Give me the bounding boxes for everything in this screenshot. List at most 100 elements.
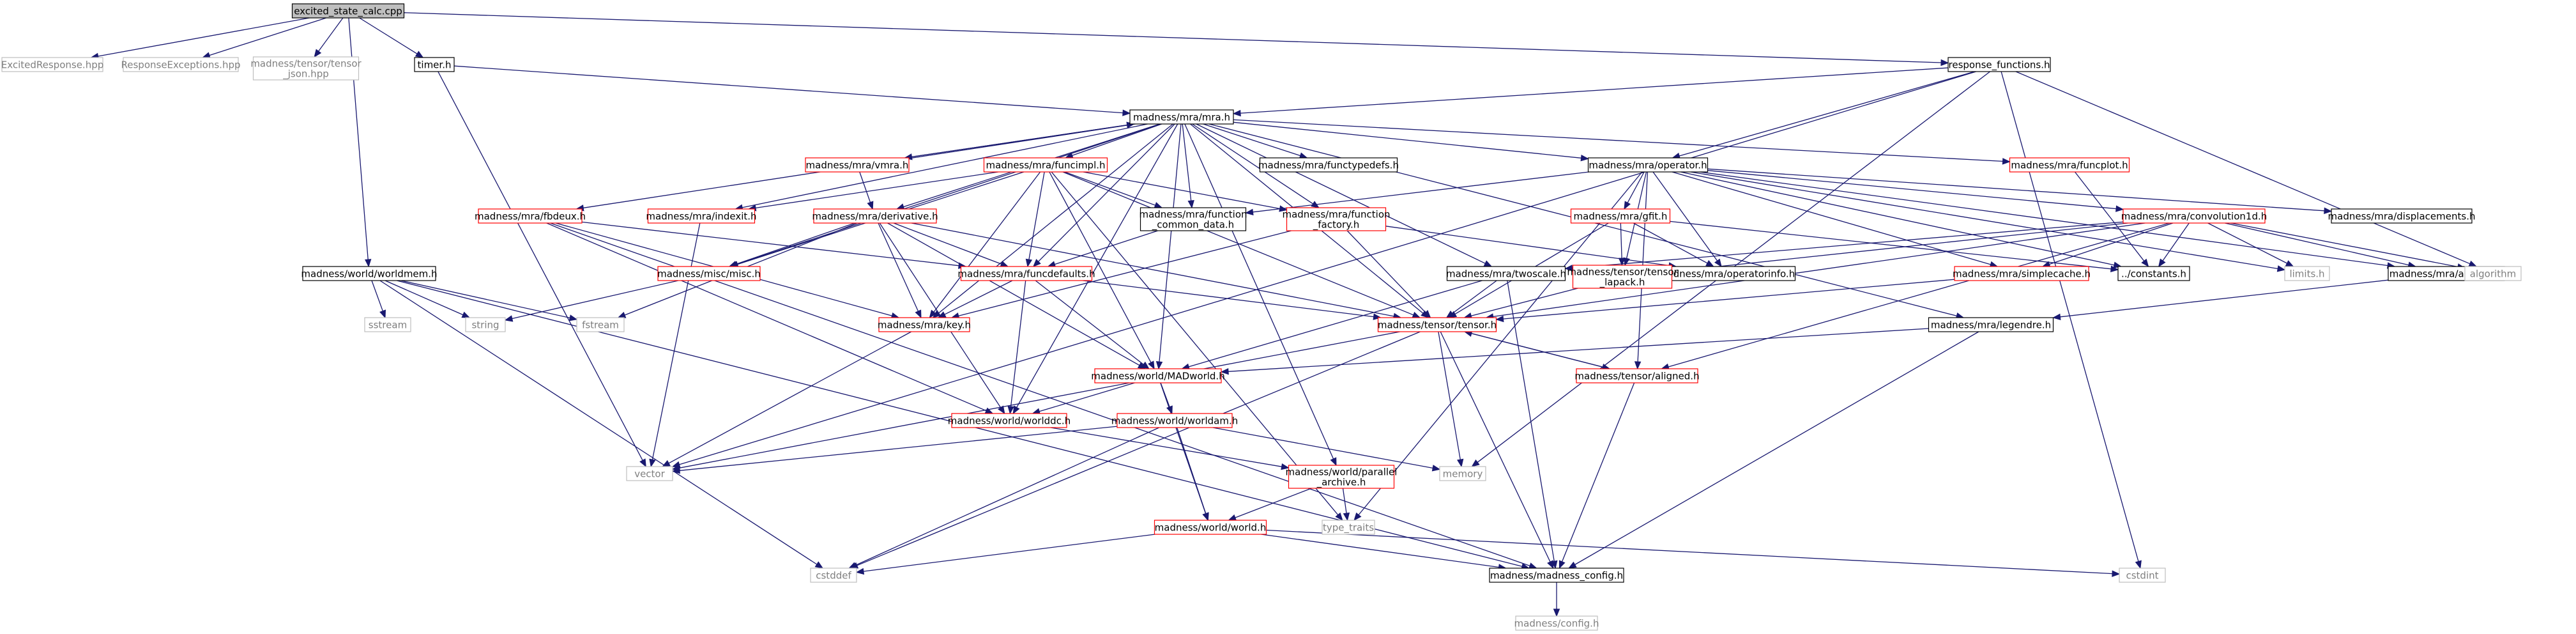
node-derivative[interactable]: madness/mra/derivative.h — [812, 208, 938, 224]
node-parallel_archive[interactable]: madness/world/parallel_archive.h — [1286, 465, 1398, 489]
node-fbdeux[interactable]: madness/mra/fbdeux.h — [475, 208, 586, 224]
edge-line — [1574, 331, 1979, 566]
include-edge-operator-to-type_traits — [1353, 171, 1643, 522]
include-edge-legendre-to-MADworld — [1220, 328, 1929, 375]
node-key[interactable]: madness/mra/key.h — [878, 317, 971, 332]
arrowhead-icon — [2135, 560, 2142, 569]
include-edge-worlddc-to-parallel_archive — [1050, 427, 1290, 470]
node-operator[interactable]: madness/mra/operator.h — [1587, 157, 1709, 173]
node-world[interactable]: madness/world/world.h — [1154, 520, 1267, 535]
edge-line — [1507, 280, 1555, 562]
node-label: excited_state_calc.cpp — [294, 5, 402, 17]
node-MADworld[interactable]: madness/world/MADworld.h — [1091, 368, 1225, 383]
node-label: madness/mra/function — [1282, 208, 1390, 220]
include-edge-gfit-to-tensor_lapack — [1618, 222, 1626, 267]
node-mra[interactable]: madness/mra/mra.h — [1129, 109, 1234, 125]
node-worldam[interactable]: madness/world/worldam.h — [1111, 413, 1238, 428]
edge-line — [1233, 119, 2003, 162]
edge-line — [1261, 534, 1499, 568]
include-edge-simplecache-to-tensor — [1495, 279, 1955, 323]
node-tensor_lapack[interactable]: madness/tensor/tensor_lapack.h — [1567, 265, 1679, 289]
edge-line — [1679, 71, 1975, 157]
include-edge-MADworld-to-worlddc — [1032, 382, 1135, 415]
node-box — [1576, 368, 1698, 383]
node-label: _lapack.h — [1599, 276, 1645, 288]
node-legendre[interactable]: madness/mra/legendre.h — [1928, 317, 2054, 332]
edge-line — [755, 171, 998, 209]
node-response_functions[interactable]: response_functions.h — [1947, 57, 2051, 72]
node-worldmem[interactable]: madness/world/worldmem.h — [301, 266, 438, 281]
node-label: madness/mra/simplecache.h — [1953, 268, 2091, 279]
node-funcdefaults[interactable]: madness/mra/funcdefaults.h — [957, 266, 1095, 281]
arrowhead-icon — [2141, 258, 2149, 268]
node-madness_config[interactable]: madness/madness_config.h — [1489, 568, 1624, 583]
arrowhead-icon — [1471, 459, 1480, 467]
node-label: madness/mra/convolution1d.h — [2121, 210, 2267, 222]
node-misc[interactable]: madness/misc/misc.h — [657, 266, 761, 281]
node-convolution1d[interactable]: madness/mra/convolution1d.h — [2121, 208, 2267, 224]
node-tensor_json: madness/tensor/tensor_json.hpp — [250, 56, 362, 81]
node-constants[interactable]: ../constants.h — [2117, 266, 2190, 281]
node-box — [960, 266, 1093, 281]
node-label: _json.hpp — [282, 68, 328, 80]
node-label: madness/mra/operator.h — [1589, 159, 1707, 171]
node-operatorinfo[interactable]: madness/mra/operatorinfo.h — [1657, 266, 1796, 281]
node-functypedefs[interactable]: madness/mra/functypedefs.h — [1258, 157, 1399, 173]
node-tensor[interactable]: madness/tensor/tensor.h — [1377, 317, 1497, 332]
node-label: type_traits — [1323, 522, 1374, 534]
arrowhead-icon — [1412, 311, 1421, 318]
edge-line — [512, 280, 679, 320]
node-funcimpl[interactable]: madness/mra/funcimpl.h — [983, 157, 1108, 173]
edge-line — [1440, 331, 1551, 562]
arrowhead-icon — [867, 201, 874, 210]
node-label: ../constants.h — [2121, 268, 2186, 279]
arrowhead-icon — [1281, 463, 1290, 470]
edge-line — [1235, 488, 1312, 518]
node-simplecache[interactable]: madness/mra/simplecache.h — [1953, 266, 2091, 281]
arrowhead-icon — [365, 259, 372, 268]
node-vmra[interactable]: madness/mra/vmra.h — [805, 157, 910, 173]
include-edge-convolution1d-to-aligned — [1661, 222, 2170, 370]
edge-line — [2074, 171, 2145, 261]
node-label: madness/tensor/aligned.h — [1574, 370, 1699, 382]
edge-line — [385, 280, 464, 316]
arrowhead-icon — [1547, 560, 1554, 569]
node-aligned[interactable]: madness/tensor/aligned.h — [1574, 368, 1700, 383]
include-edge-mra-to-funcdefaults — [1032, 123, 1175, 267]
edge-line — [1177, 427, 1207, 514]
node-indexit[interactable]: madness/mra/indexit.h — [646, 208, 757, 224]
include-edge-excited_state_calc-to-response_functions — [404, 12, 1949, 66]
include-edge-tensor-to-vector — [671, 331, 1400, 472]
node-function_common_data[interactable]: madness/mra/function_common_data.h — [1139, 207, 1247, 231]
node-box — [291, 3, 405, 19]
edge-line — [944, 280, 1013, 315]
node-label: madness/mra/twoscale.h — [1446, 268, 1566, 279]
node-gfit[interactable]: madness/mra/gfit.h — [1570, 208, 1671, 224]
include-edge-response_functions-to-cstdint — [2001, 71, 2142, 569]
edge-line — [2230, 222, 2458, 268]
include-edge-tensor-to-memory — [1438, 331, 1464, 468]
node-excited_state_calc[interactable]: excited_state_calc.cpp — [291, 3, 405, 19]
node-displacements[interactable]: madness/mra/displacements.h — [2328, 208, 2476, 224]
edge-line — [1680, 171, 2115, 266]
edge-line — [348, 17, 369, 260]
arrowhead-icon — [1483, 260, 1493, 267]
node-label: madness/mra/operatorinfo.h — [1658, 268, 1795, 279]
node-box — [1570, 208, 1671, 224]
node-box — [1377, 317, 1497, 332]
node-funcplot[interactable]: madness/mra/funcplot.h — [2009, 157, 2130, 173]
arrowhead-icon — [1495, 315, 1504, 323]
include-edge-operator-to-function_common_data — [1245, 171, 1589, 215]
arrowhead-icon — [415, 50, 424, 58]
include-edge-convolution1d-to-limits — [2207, 222, 2294, 267]
arrowhead-icon — [1528, 562, 1537, 569]
node-label: madness/world/parallel — [1286, 466, 1398, 477]
arrowhead-icon — [662, 460, 671, 467]
node-function_factory[interactable]: madness/mra/function_factory.h — [1282, 207, 1391, 231]
arrowhead-icon — [1634, 361, 1642, 370]
node-worlddc[interactable]: madness/world/worlddc.h — [948, 413, 1071, 428]
node-twoscale[interactable]: madness/mra/twoscale.h — [1446, 266, 1566, 281]
node-timer[interactable]: timer.h — [414, 57, 455, 72]
arrowhead-icon — [2468, 260, 2478, 267]
edge-line — [2001, 71, 2139, 562]
